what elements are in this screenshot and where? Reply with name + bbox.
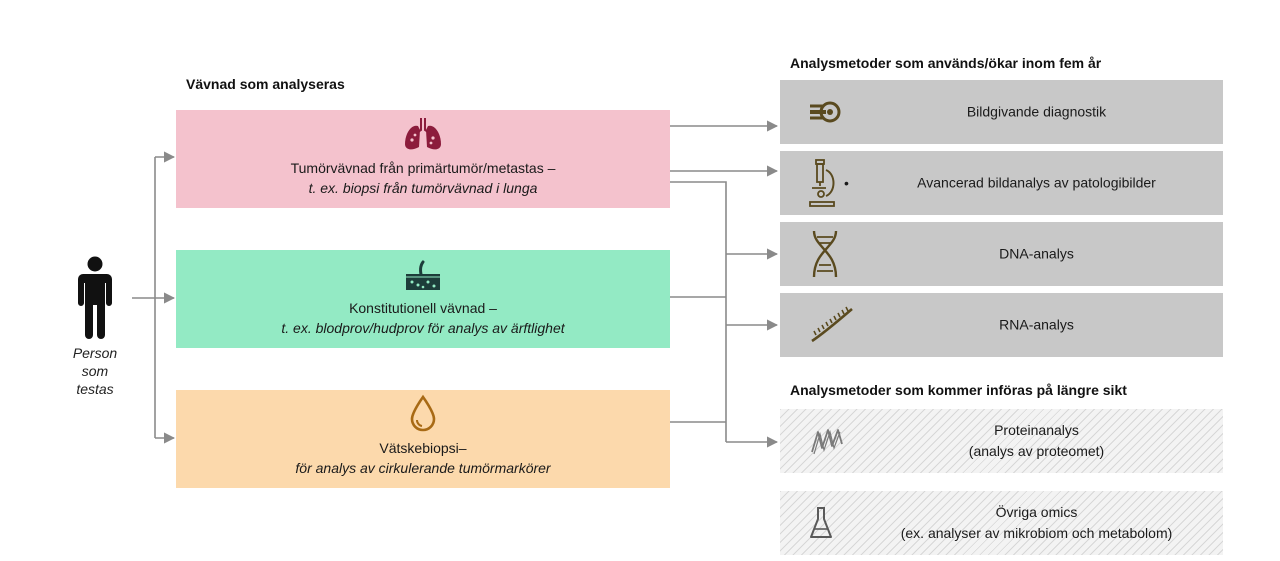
- tissue-constitutional-line1: Konstitutionell vävnad –: [349, 300, 497, 316]
- tissue-box-constitutional: Konstitutionell vävnad – t. ex. blodprov…: [176, 250, 670, 348]
- method-imaging-label: Bildgivande diagnostik: [966, 103, 1107, 120]
- method-pathology-label: Avancerad bildanalys av patologibilder: [917, 174, 1156, 191]
- method-rna: RNA-analys: [780, 293, 1223, 357]
- person-icon: [78, 256, 112, 339]
- line-tumor-branch: [670, 181, 727, 442]
- method-dna: DNA-analys: [780, 222, 1223, 286]
- method-protein: Proteinanalys (analys av proteomet): [780, 409, 1223, 473]
- future-methods-heading: Analysmetoder som kommer införas på läng…: [790, 382, 1127, 398]
- current-methods-heading: Analysmetoder som används/ökar inom fem …: [790, 55, 1102, 71]
- protein-icon: [811, 429, 843, 455]
- droplet-icon: [410, 394, 436, 432]
- tissue-tumor-line2: t. ex. biopsi från tumörvävnad i lunga: [308, 180, 538, 196]
- tissue-heading: Vävnad som analyseras: [186, 76, 345, 92]
- method-pathology: • Avancerad bildanalys av patologibilder: [780, 151, 1223, 215]
- lungs-icon: [405, 118, 441, 150]
- skin-tissue-icon: [406, 260, 440, 290]
- tissue-box-liquid: Vätskebiopsi– för analys av cirkulerande…: [176, 390, 670, 488]
- method-dna-label: DNA-analys: [999, 245, 1074, 262]
- dna-icon: [812, 230, 838, 278]
- pathology-bullet: •: [844, 175, 849, 191]
- tissue-liquid-line1: Vätskebiopsi–: [379, 440, 467, 456]
- microscope-icon: [809, 159, 835, 207]
- method-other-omics-label: Övriga omics (ex. analyser av mikrobiom …: [900, 504, 1173, 541]
- tissue-constitutional-line2: t. ex. blodprov/hudprov för analys av är…: [281, 320, 565, 336]
- method-protein-label: Proteinanalys (analys av proteomet): [968, 422, 1105, 459]
- person-label: Person som testas: [72, 345, 118, 397]
- method-other-omics: Övriga omics (ex. analyser av mikrobiom …: [780, 491, 1223, 555]
- flask-icon: [810, 507, 832, 538]
- method-imaging: Bildgivande diagnostik: [780, 80, 1223, 144]
- method-rna-label: RNA-analys: [999, 316, 1074, 333]
- tissue-box-tumor: Tumörvävnad från primärtumör/metastas – …: [176, 110, 670, 208]
- rna-icon: [811, 306, 853, 343]
- tissue-tumor-line1: Tumörvävnad från primärtumör/metastas –: [290, 160, 556, 176]
- tissue-liquid-line2: för analys av cirkulerande tumörmarkörer: [295, 460, 551, 476]
- person-node: Person som testas: [60, 255, 130, 398]
- mri-scanner-icon: [810, 101, 841, 123]
